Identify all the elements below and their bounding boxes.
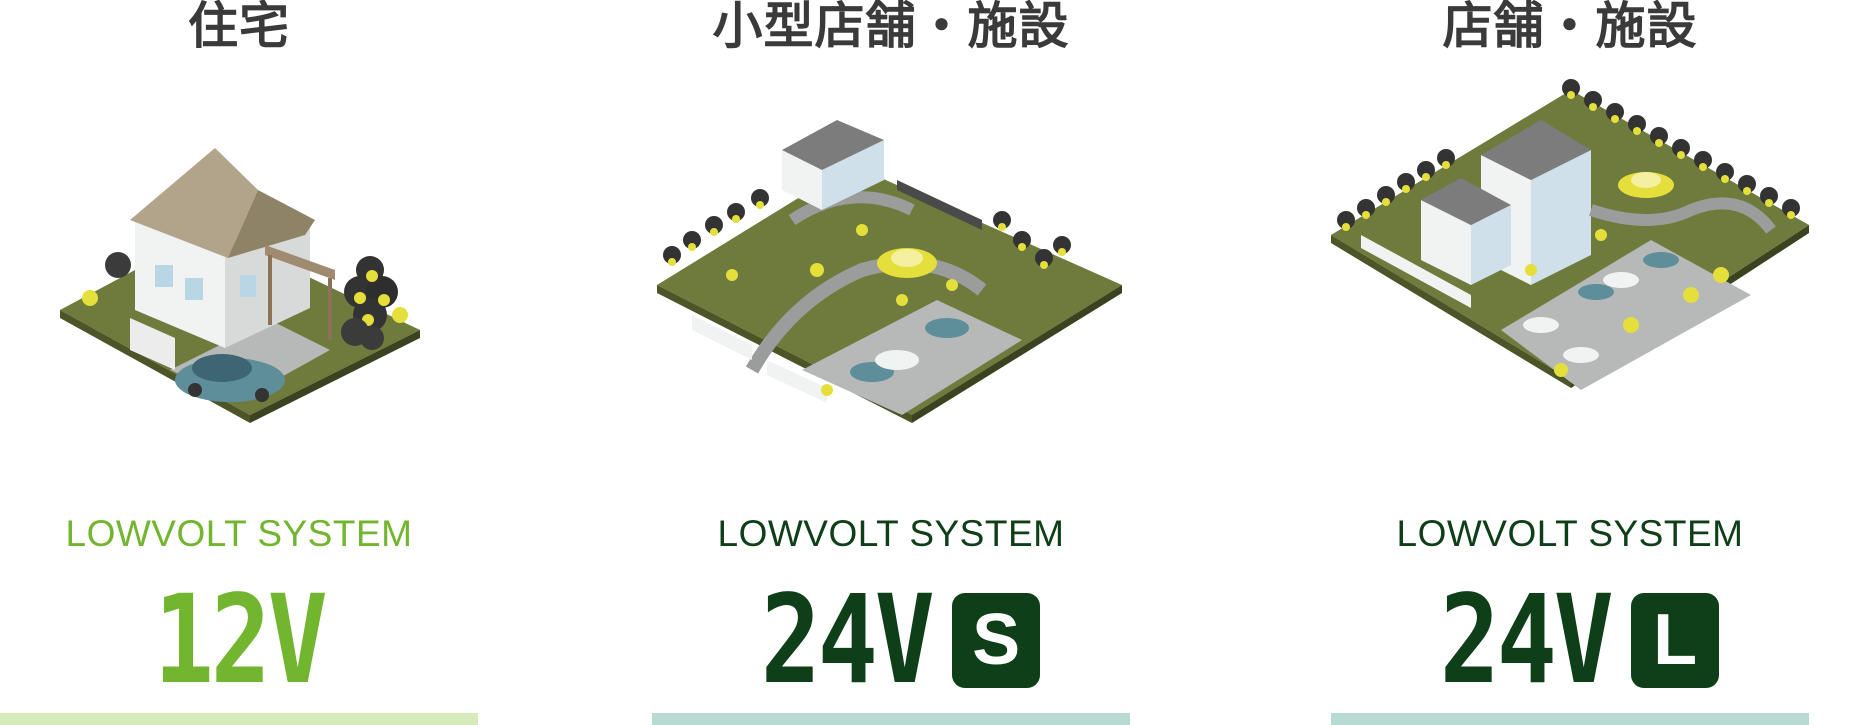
system-label: LOWVOLT SYSTEM xyxy=(65,513,413,554)
accent-bar xyxy=(652,713,1130,725)
system-label: LOWVOLT SYSTEM xyxy=(1396,513,1744,554)
column-facility: 店舗・施設 xyxy=(1331,0,1809,725)
voltage-block: 12V xyxy=(0,569,478,711)
size-badge: S xyxy=(952,592,1041,688)
column-residential: 住宅 xyxy=(0,0,478,725)
accent-bar xyxy=(0,713,478,725)
system-label: LOWVOLT SYSTEM xyxy=(717,513,1065,554)
small-shop-illustration xyxy=(652,70,1130,470)
voltage-block: 24V S xyxy=(652,569,1130,711)
house-illustration xyxy=(0,70,478,470)
column-heading: 住宅 xyxy=(188,0,290,55)
column-heading: 店舗・施設 xyxy=(1442,0,1698,55)
voltage-value: 24V xyxy=(1439,569,1614,711)
voltage-value: 24V xyxy=(760,569,935,711)
column-small-shop: 小型店舗・施設 xyxy=(652,0,1130,725)
size-badge: L xyxy=(1631,592,1720,688)
facility-illustration xyxy=(1331,70,1809,470)
voltage-value: 12V xyxy=(153,569,328,711)
column-heading: 小型店舗・施設 xyxy=(712,0,1070,55)
accent-bar xyxy=(1331,713,1809,725)
voltage-block: 24V L xyxy=(1331,569,1809,711)
